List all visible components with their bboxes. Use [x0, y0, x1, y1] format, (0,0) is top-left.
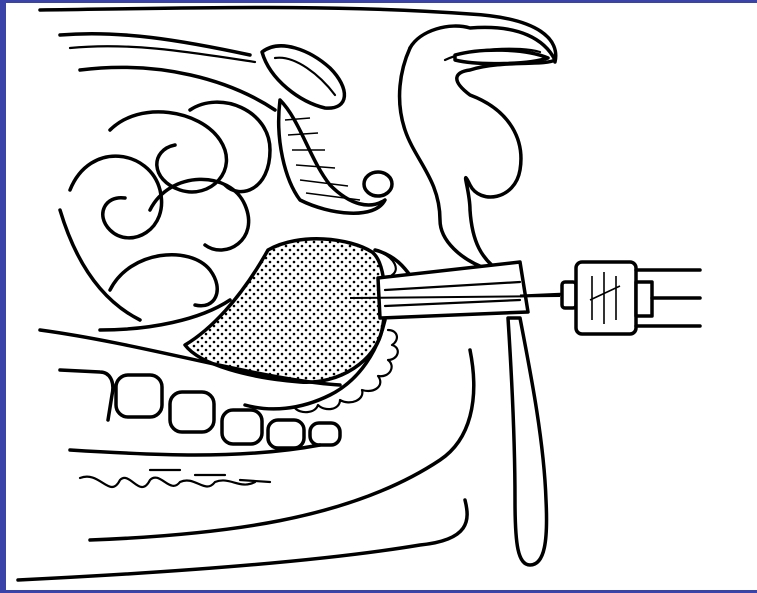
tail-structure	[400, 26, 555, 275]
syringe-icon	[562, 262, 700, 334]
illustration-canvas	[6, 3, 757, 590]
speculum-icon	[378, 262, 547, 565]
dotted-organ	[185, 239, 385, 382]
upper-wall	[60, 34, 344, 110]
anatomy-diagram	[6, 3, 757, 590]
ovary-ligament	[279, 100, 392, 213]
